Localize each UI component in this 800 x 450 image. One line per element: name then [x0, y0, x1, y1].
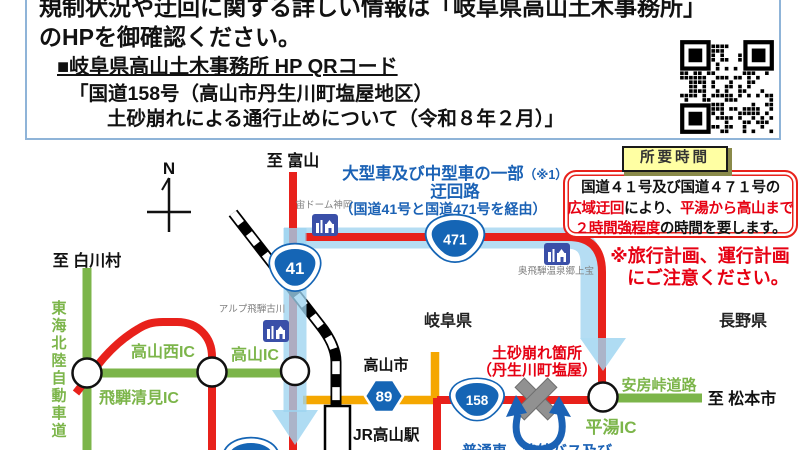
tokai-hokuriku-label: 東海北陸自動車道 [50, 299, 67, 440]
detour-note-line-1-small: （※1） [524, 167, 568, 182]
title-box: 規制状況や迂回に関する詳しい情報は「岐阜県高山土木事務所」 のHPを御確認くださ… [25, 0, 781, 140]
alp-hida-furukawa-label: アルプ飛騨古川 [219, 303, 285, 315]
info-line-2: 広域迂回により、平湯から高山まで [565, 199, 796, 220]
hida-kiyomi-ic-circle [71, 357, 103, 389]
ic-circles [71, 355, 619, 413]
detour-arrowhead-hirayu [580, 338, 626, 371]
detour-arrowhead-takayama [272, 410, 318, 445]
qr-code [678, 37, 776, 137]
bus-note-label: 普通車、路線バス及び [462, 442, 612, 450]
duration-info-box: 国道４１号及び国道４７１号の 広域迂回により、平湯から高山まで ２時間強程度の時… [563, 170, 798, 238]
info-line-3-black: の時間を要します。 [659, 221, 787, 237]
route-41-number: 41 [286, 259, 305, 278]
info-line-1: 国道４１号及び国道４７１号の [581, 180, 780, 196]
info-line-2-red-a: 広域迂回 [567, 200, 625, 217]
abo-toge-label: 安房峠道路 [621, 376, 697, 394]
takayama-ic-label: 高山IC [231, 345, 279, 364]
route-shield-158: 158 [449, 377, 505, 422]
info-line-3: ２時間強程度の時間を要します。 [565, 219, 796, 240]
alp-hida-furukawa-icon [263, 320, 289, 342]
gifu-pref-label: 岐阜県 [424, 311, 472, 330]
jr-railway [228, 209, 342, 410]
to-shirakawa-label: 至 白川村 [53, 251, 121, 270]
landslide-label-line-1: 土砂崩れ箇所 [492, 344, 582, 362]
qr-code-image [678, 38, 776, 136]
route-471-number: 471 [443, 232, 467, 249]
okuhida-onsen-label: 奥飛騨温泉郷上宝 [518, 265, 594, 277]
takayama-ic-circle [279, 355, 311, 387]
notice-subject-line-1: 「国道158号（高山市丹生川町塩屋地区） [69, 83, 434, 105]
jr-station-label: JR高山駅 [353, 425, 420, 444]
caution-line-2: にご注意ください。 [627, 267, 789, 288]
takayama-nishi-ic-circle [196, 356, 228, 388]
info-line-2-black: により、 [624, 200, 681, 217]
route-158-number: 158 [466, 393, 489, 408]
nagano-pref-label: 長野県 [719, 312, 767, 330]
route-shield-89: 89 [363, 378, 405, 414]
route-89-number: 89 [376, 389, 393, 406]
detour-note-line-1-main: 大型車及び中型車の一部 [342, 163, 524, 183]
hirayu-ic-circle [587, 381, 619, 413]
sora-dome-label: 宙ドーム神岡 [296, 199, 353, 211]
route-471-road [305, 233, 606, 384]
caution-line-1: ※旅行計画、運行計画 [610, 245, 790, 266]
landslide-label-line-2: （丹生川町塩屋） [477, 361, 597, 379]
notice-subject-line-2: 土砂崩れによる通行止めについて（令和８年２月）」 [107, 108, 565, 130]
route-shield-41-south [223, 436, 279, 450]
detour-note-line-1: 大型車及び中型車の一部（※1） [342, 163, 568, 183]
facility-icons [263, 214, 570, 342]
takayama-nishi-ic-label: 高山西IC [131, 342, 195, 361]
okuhida-onsen-icon [544, 243, 570, 265]
title-line-2: のHPを御確認ください。 [39, 24, 301, 50]
detour-map: 41 471 158 89 [50, 151, 790, 450]
duration-tag: 所要時間 [622, 146, 728, 172]
to-matsumoto-label: 至 松本市 [708, 389, 776, 408]
hida-kiyomi-ic-label: 飛騨清見IC [98, 388, 179, 407]
title-line-1: 規制状況や迂回に関する詳しい情報は「岐阜県高山土木事務所」 [39, 0, 706, 20]
hirayu-ic-label: 平湯IC [586, 418, 637, 437]
detour-note-line-3: （国道41号と国道471号を経由） [340, 201, 547, 217]
info-line-3-red: ２時間強程度 [574, 221, 661, 237]
jr-takayama-station-icon [323, 404, 352, 450]
info-line-2-red-b: 平湯から高山まで [680, 200, 794, 217]
compass-n-label: N [163, 159, 175, 178]
sora-dome-icon [312, 214, 338, 236]
route-158-west-road [72, 318, 216, 450]
qr-heading: ■岐阜県高山土木事務所 HP QRコード [57, 56, 398, 78]
route-shield-41: 41 [268, 242, 322, 292]
uturn-arrow-icon [506, 395, 571, 450]
route-shield-471: 471 [424, 213, 486, 263]
takayama-city-label: 高山市 [363, 356, 408, 374]
to-toyama-label: 至 富山 [267, 151, 319, 170]
compass-icon [147, 177, 191, 232]
detour-note-line-2: 迂回路 [430, 181, 480, 201]
